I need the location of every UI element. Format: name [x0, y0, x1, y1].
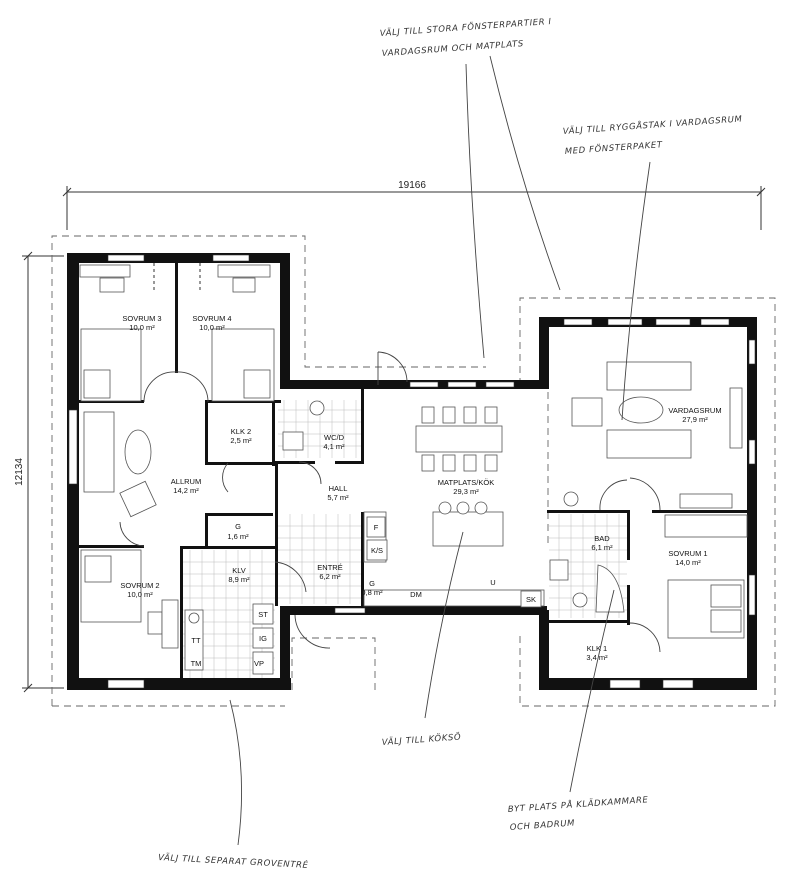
room-name-g-1: G — [235, 522, 241, 531]
room-name-matplats-kok: MATPLATS/KÖK — [438, 478, 494, 487]
room-name-entre: ENTRÉ — [317, 563, 342, 572]
room-name-bad: BAD — [594, 534, 610, 543]
furniture — [79, 263, 748, 671]
room-area-sovrum-2: 10,0 m² — [127, 590, 153, 599]
windows — [68, 254, 756, 689]
fixture-tt: TT — [191, 636, 201, 645]
room-area-sovrum-4: 10,0 m² — [199, 323, 225, 332]
dimension-height: 12134 — [14, 458, 25, 486]
fixture-ks: K/S — [371, 546, 383, 555]
note-ridge-roof-line-2: MED FÖNSTERPAKET — [564, 139, 663, 157]
option-outlines — [51, 235, 776, 707]
room-area-klk-1: 3,4 m² — [586, 653, 608, 662]
fixture-labels: F K/S DM U SK ST IG TT TM VP — [191, 516, 542, 675]
tile-areas — [183, 400, 627, 678]
note-ridge-roof-line-1: VÄLJ TILL RYGGÅSTAK I VARDAGSRUM — [562, 112, 742, 137]
note-swap-rooms-line-2: OCH BADRUM — [510, 818, 576, 833]
room-area-entre: 6,2 m² — [319, 572, 341, 581]
dimension-width: 19166 — [398, 180, 426, 191]
room-name-hall: HALL — [329, 484, 348, 493]
note-large-windows-line-2: VARDAGSRUM OCH MATPLATS — [382, 39, 525, 59]
fixture-dm: DM — [410, 590, 422, 599]
fixture-u: U — [490, 578, 495, 587]
room-area-klv: 8,9 m² — [228, 575, 250, 584]
fixture-f: F — [374, 523, 379, 532]
note-separate-entry: VÄLJ TILL SEPARAT GROVENTRÉ — [158, 851, 309, 871]
room-area-hall: 5,7 m² — [327, 493, 349, 502]
fixture-sk: SK — [526, 595, 536, 604]
note-swap-rooms-line-1: BYT PLATS PÅ KLÄDKAMMARE — [507, 793, 648, 815]
room-name-sovrum-3: SOVRUM 3 — [122, 314, 161, 323]
room-name-g-2: G — [369, 579, 375, 588]
room-name-wc-d: WC/D — [324, 433, 345, 442]
room-name-vardagsrum: VARDAGSRUM — [668, 406, 721, 415]
room-area-vardagsrum: 27,9 m² — [682, 415, 708, 424]
room-name-klk-1: KLK 1 — [587, 644, 607, 653]
room-labels: SOVRUM 3 10,0 m² SOVRUM 4 10,0 m² KLK 2 … — [120, 314, 721, 662]
room-name-klk-2: KLK 2 — [231, 427, 251, 436]
room-area-klk-2: 2,5 m² — [230, 436, 252, 445]
room-name-klv: KLV — [232, 566, 246, 575]
room-area-bad: 6,1 m² — [591, 543, 613, 552]
note-large-windows-line-1: VÄLJ TILL STORA FÖNSTERPARTIER I — [379, 16, 552, 39]
fixture-tm: TM — [191, 659, 202, 668]
room-area-wc-d: 4,1 m² — [323, 442, 345, 451]
fixture-ig: IG — [259, 634, 267, 643]
room-name-sovrum-4: SOVRUM 4 — [192, 314, 231, 323]
room-area-g-1: 1,6 m² — [227, 532, 249, 541]
interior-walls — [79, 263, 747, 680]
room-name-allrum: ALLRUM — [171, 477, 201, 486]
fixture-vp: VP — [254, 659, 264, 668]
room-area-allrum: 14,2 m² — [173, 486, 199, 495]
note-kitchen-island: VÄLJ TILL KÖKSÖ — [381, 731, 461, 748]
doors — [119, 351, 661, 653]
room-area-matplats-kok: 29,3 m² — [453, 487, 479, 496]
room-area-g-2: 0,8 m² — [361, 588, 383, 597]
room-area-sovrum-1: 14,0 m² — [675, 558, 701, 567]
room-name-sovrum-1: SOVRUM 1 — [668, 549, 707, 558]
fixture-st: ST — [258, 610, 268, 619]
annotation-leaders — [229, 55, 651, 846]
room-area-sovrum-3: 10,0 m² — [129, 323, 155, 332]
room-name-sovrum-2: SOVRUM 2 — [120, 581, 159, 590]
